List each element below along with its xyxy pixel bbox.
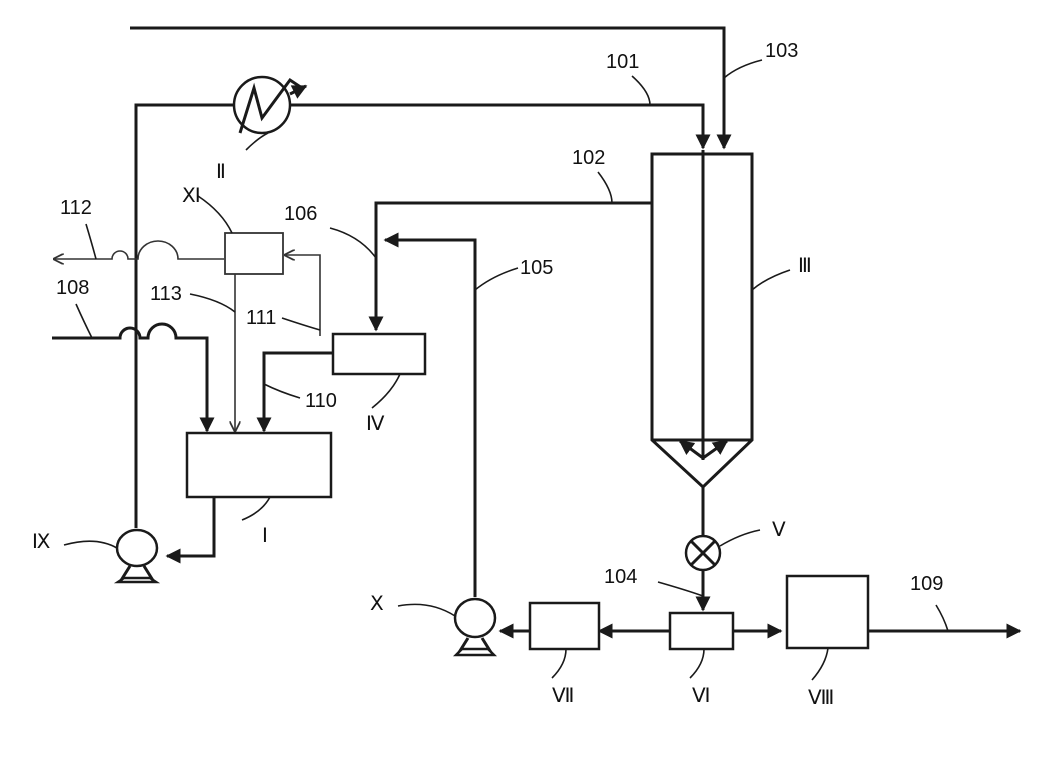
leader-101: [632, 76, 650, 105]
leader-VIII: [812, 648, 828, 680]
leader-I: [242, 497, 270, 520]
label-unit-III: Ⅲ: [798, 255, 812, 277]
leader-II: [246, 133, 268, 150]
leader-109: [936, 605, 948, 631]
label-unit-X: Ⅹ: [370, 593, 384, 615]
label-unit-I: Ⅰ: [262, 525, 268, 547]
unit-VI: [670, 613, 733, 649]
label-104: 104: [604, 566, 637, 588]
unit-IV: [333, 334, 425, 374]
label-unit-VIII: Ⅷ: [808, 687, 834, 709]
label-105: 105: [520, 257, 553, 279]
label-unit-IX: Ⅸ: [32, 531, 50, 553]
leader-VI: [690, 649, 704, 678]
leader-XI: [198, 196, 232, 233]
leader-105: [475, 268, 518, 290]
label-106: 106: [284, 203, 317, 225]
label-113: 113: [150, 283, 182, 305]
rotary-valve-icon: [686, 536, 720, 570]
leader-111: [282, 318, 320, 330]
leader-106: [330, 228, 376, 258]
stream-112: [54, 241, 224, 259]
label-unit-XI: Ⅺ: [182, 185, 201, 207]
label-108: 108: [56, 277, 89, 299]
label-unit-II: Ⅱ: [216, 161, 226, 183]
leader-III: [752, 270, 790, 290]
unit-VIII: [787, 576, 868, 648]
leader-104: [658, 582, 703, 596]
leader-VII: [552, 649, 566, 678]
label-110: 110: [305, 390, 337, 412]
label-101: 101: [606, 51, 639, 73]
label-unit-IV: Ⅳ: [366, 413, 385, 435]
label-103: 103: [765, 40, 798, 62]
label-111: 111: [246, 307, 276, 329]
vessel-III: [652, 150, 752, 487]
leader-103: [724, 60, 762, 78]
pump-icon: [117, 530, 157, 582]
leader-113: [190, 294, 235, 312]
stream-103: [130, 28, 724, 148]
leader-112: [86, 224, 96, 259]
leader-V: [720, 530, 760, 546]
stream-105: [385, 240, 475, 597]
label-109: 109: [910, 573, 943, 595]
label-102: 102: [572, 147, 605, 169]
leader-108: [76, 304, 92, 338]
label-unit-V: Ⅴ: [772, 519, 786, 541]
label-112: 112: [60, 197, 92, 219]
stream-102-106: [376, 203, 652, 330]
leader-IX: [64, 541, 117, 548]
unit-I: [187, 433, 331, 497]
stream-I-to-IX: [167, 497, 214, 556]
leader-102: [598, 172, 612, 203]
leader-IV: [372, 374, 400, 408]
label-unit-VII: Ⅶ: [552, 685, 574, 707]
label-unit-VI: Ⅵ: [692, 685, 710, 707]
unit-VII: [530, 603, 599, 649]
leader-X: [398, 604, 455, 616]
leader-110: [264, 384, 300, 398]
stream-108: [52, 324, 207, 431]
pump-icon: [455, 599, 495, 655]
unit-XI: [225, 233, 283, 274]
